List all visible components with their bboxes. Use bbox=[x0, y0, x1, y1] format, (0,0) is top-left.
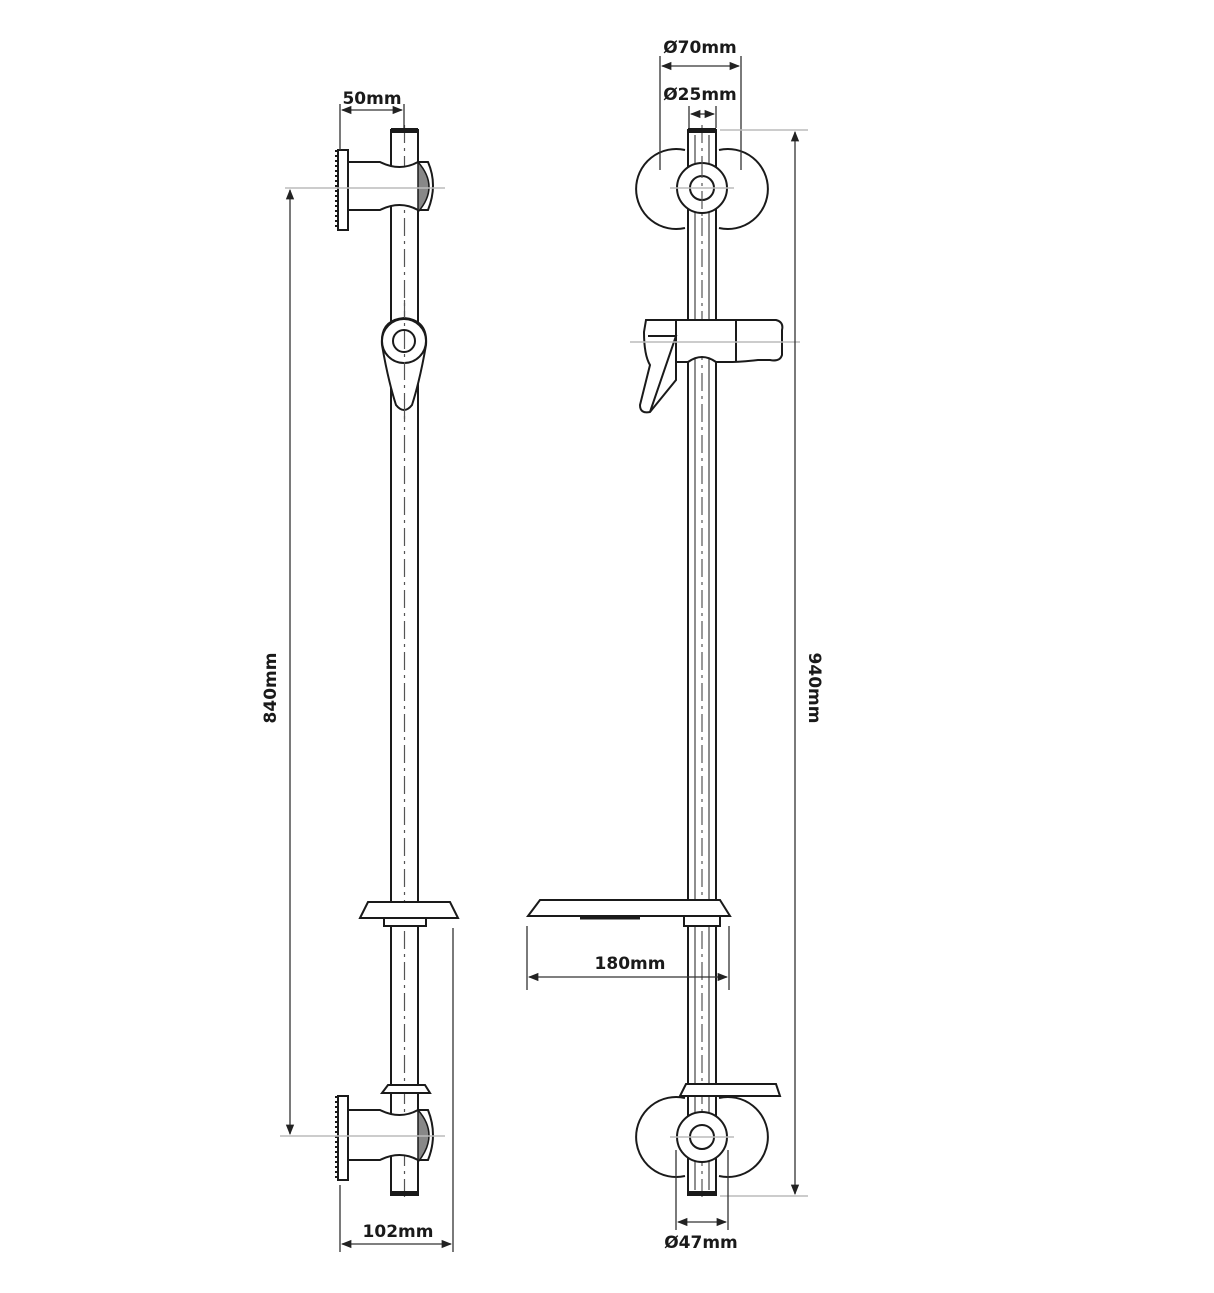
dim-wall-plate-diameter: Ø70mm bbox=[659, 38, 742, 170]
dim-bracket-body-diameter: Ø47mm bbox=[664, 1150, 738, 1253]
dim-overall-depth: 102mm bbox=[339, 928, 454, 1252]
dim-rail-diameter: Ø25mm bbox=[663, 85, 737, 128]
dim-bracket-centres: 840mm bbox=[261, 188, 295, 1136]
rail-end-cap-bottom bbox=[391, 1191, 418, 1196]
dim-bracket-depth: 50mm bbox=[339, 89, 405, 150]
side-rail bbox=[390, 125, 419, 1200]
handset-holder-side bbox=[380, 300, 428, 420]
label-840mm: 840mm bbox=[261, 653, 281, 724]
rail-end-cap-top bbox=[391, 128, 418, 133]
front-view: Ø70mm Ø25mm 940mm 180mm Ø47m bbox=[526, 38, 824, 1253]
handset-holder-front bbox=[630, 319, 800, 414]
label-180mm: 180mm bbox=[595, 954, 666, 974]
rail-end-cap-top-front bbox=[688, 128, 716, 133]
lower-shelf-front bbox=[678, 1083, 782, 1097]
dim-overall-height: 940mm bbox=[720, 129, 824, 1197]
label-50mm: 50mm bbox=[342, 89, 401, 109]
dim-soap-dish-width: 180mm bbox=[526, 926, 730, 990]
bottom-wall-bracket-front bbox=[635, 1096, 769, 1178]
soap-dish-side bbox=[358, 901, 460, 927]
front-rail bbox=[687, 125, 717, 1200]
soap-dish-front bbox=[526, 899, 732, 927]
rail-end-cap-bottom-front bbox=[688, 1191, 716, 1196]
label-940mm: 940mm bbox=[804, 653, 824, 724]
label-102mm: 102mm bbox=[363, 1222, 434, 1242]
side-view: 50mm 840mm 102mm bbox=[261, 89, 460, 1252]
label-25mm: Ø25mm bbox=[663, 85, 737, 105]
bottom-wall-bracket-side bbox=[280, 1084, 445, 1181]
label-47mm: Ø47mm bbox=[664, 1233, 738, 1253]
label-70mm: Ø70mm bbox=[663, 38, 737, 58]
top-wall-bracket-side bbox=[285, 149, 445, 231]
top-wall-bracket-front bbox=[635, 148, 769, 230]
